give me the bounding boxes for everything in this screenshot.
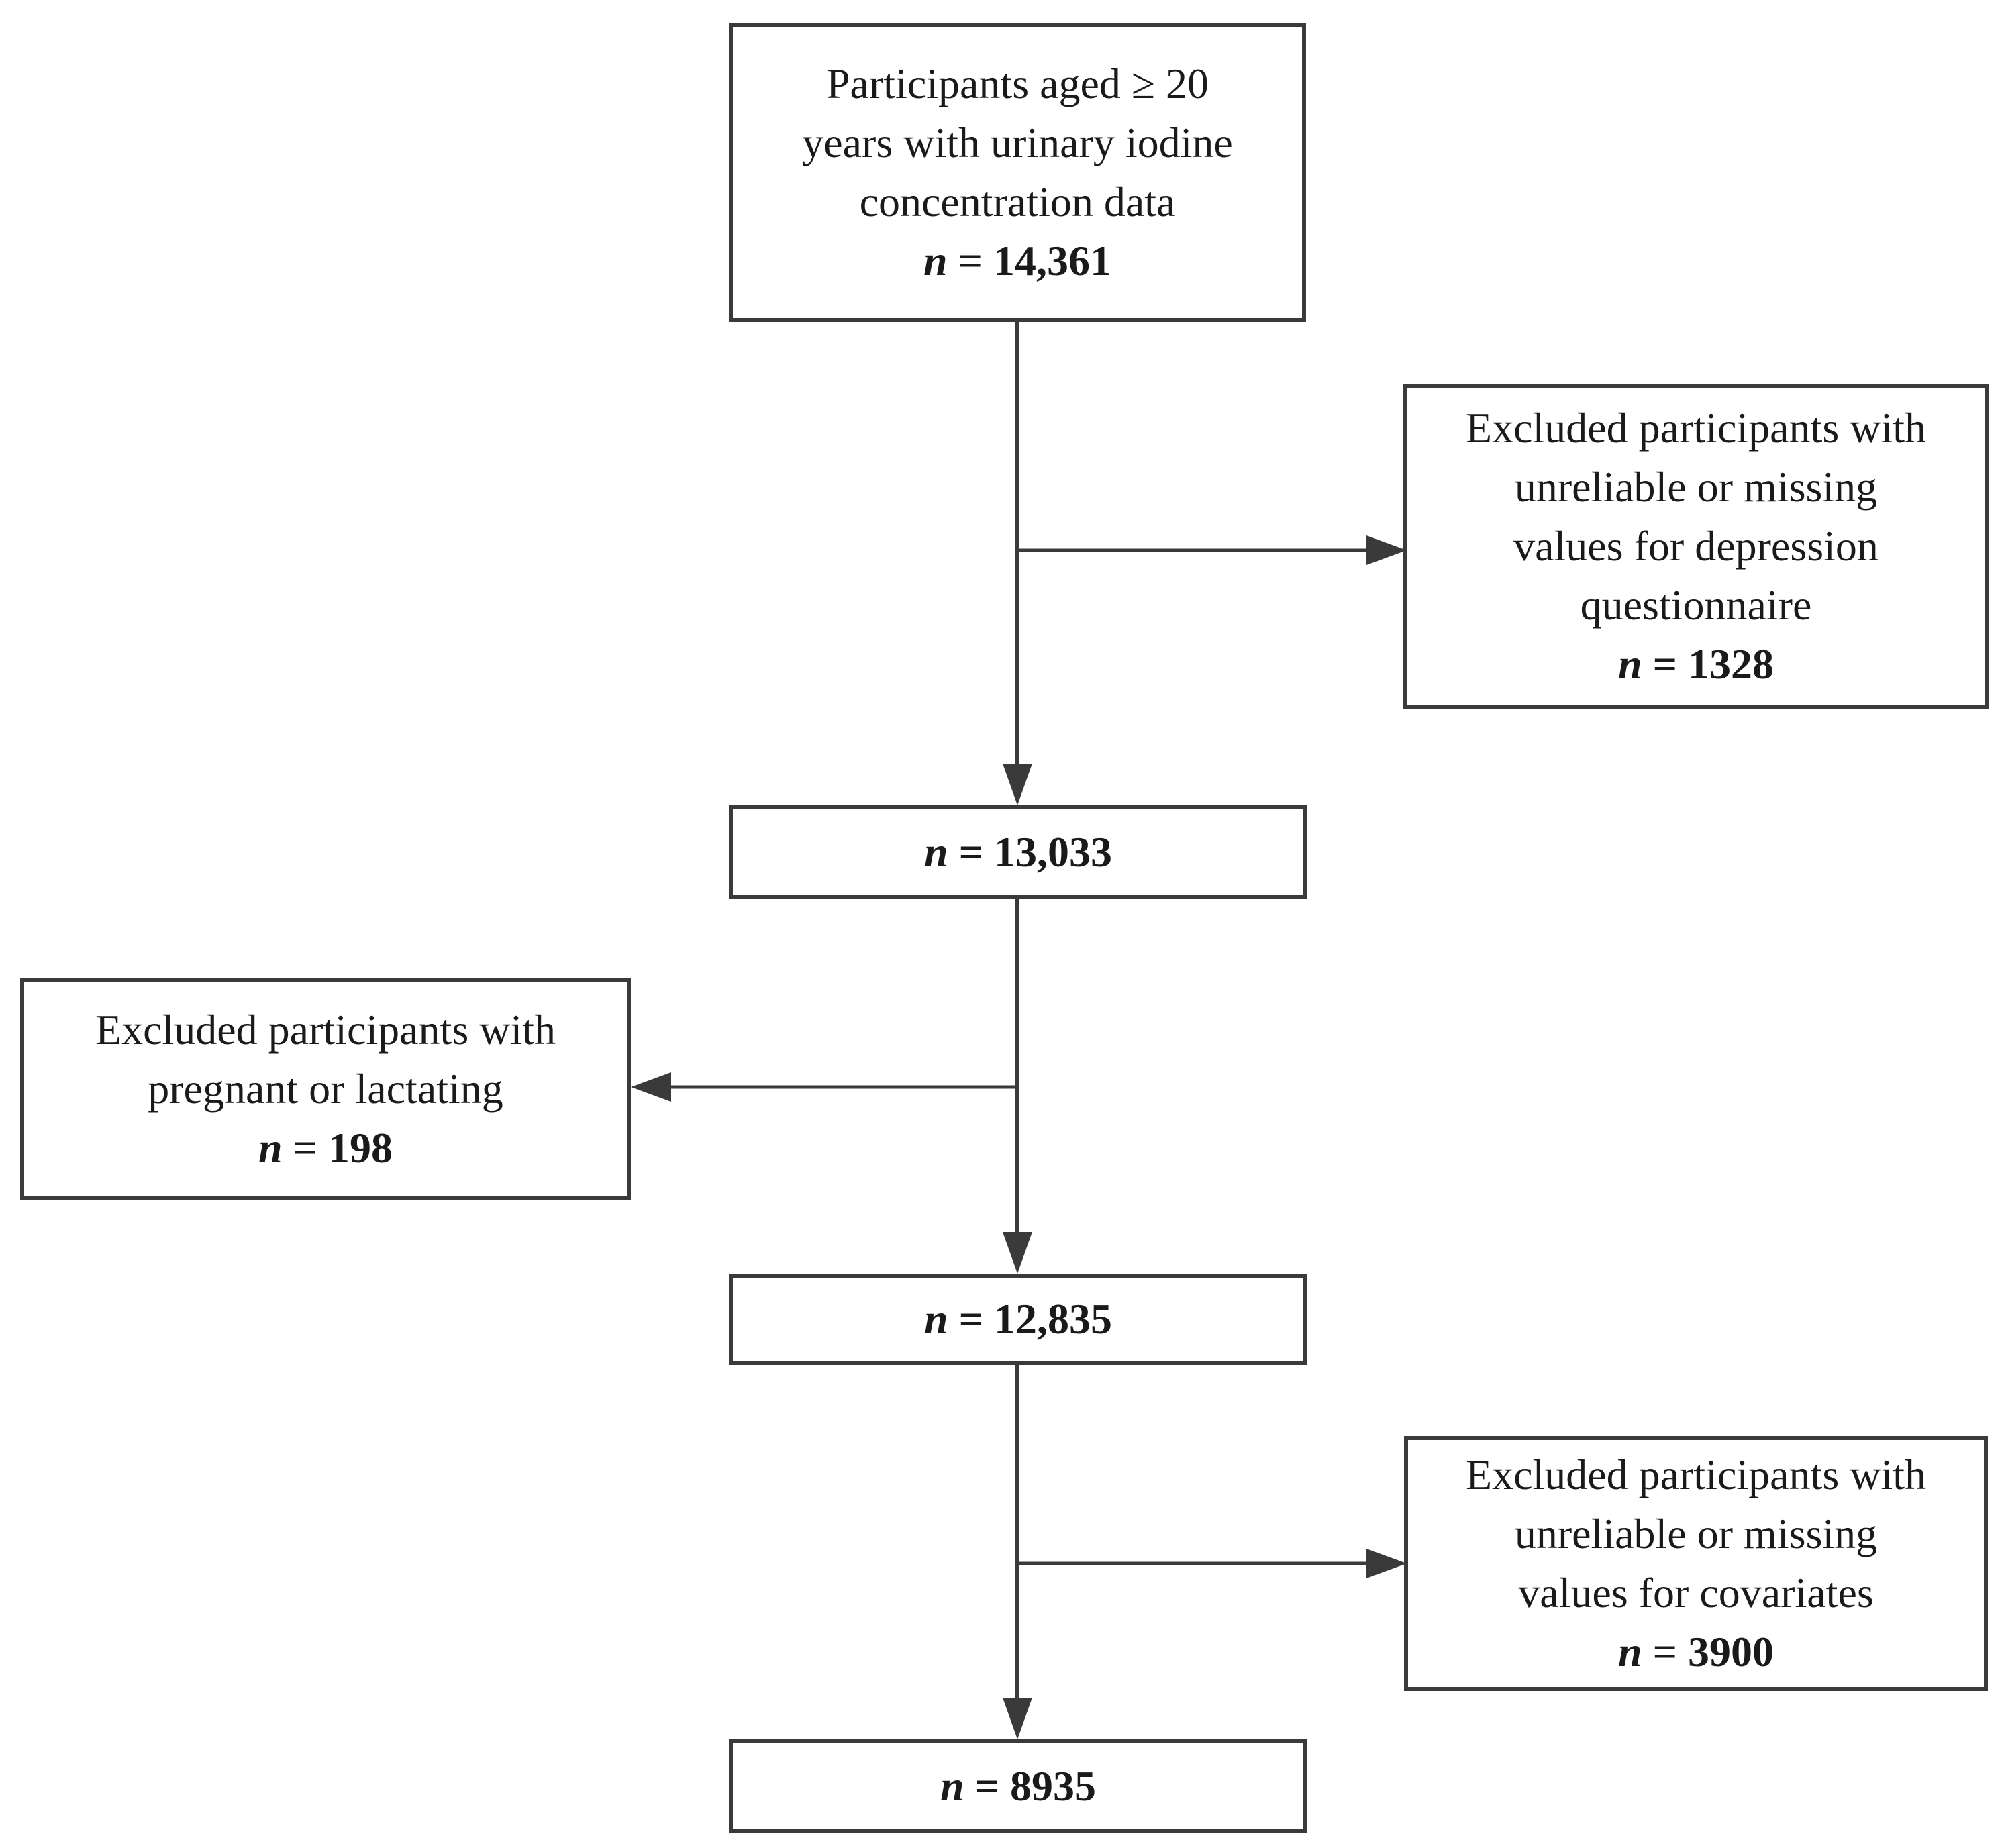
- arrowhead-right-3: [1366, 1549, 1407, 1578]
- n-label: n: [1617, 640, 1642, 688]
- arrowhead-down-3: [1003, 1698, 1032, 1739]
- step-1-count-value: = 13,033: [958, 828, 1113, 876]
- exclusion-1-line-3: values for depression: [1513, 522, 1879, 570]
- remaining-after-depression-box: n = 13,033: [729, 805, 1307, 899]
- n-label: n: [940, 1762, 964, 1810]
- arrowhead-down-1: [1003, 764, 1032, 805]
- initial-line-3: concentration data: [859, 178, 1176, 225]
- n-label: n: [923, 237, 948, 285]
- initial-population-box: Participants aged ≥ 20 years with urinar…: [729, 23, 1306, 322]
- n-label: n: [1617, 1628, 1642, 1676]
- exclusion-1-line-2: unreliable or missing: [1514, 463, 1878, 511]
- initial-line-2: years with urinary iodine: [802, 119, 1233, 166]
- remaining-after-pregnancy-box: n = 12,835: [729, 1274, 1307, 1365]
- exclusion-2-line-1: Excluded participants with: [95, 1006, 556, 1054]
- step-2-count-value: = 12,835: [958, 1295, 1113, 1343]
- exclusion-1-count: n = 1328: [1618, 635, 1774, 694]
- exclusion-3-count: n = 3900: [1618, 1623, 1774, 1682]
- initial-count-value: = 14,361: [958, 237, 1112, 285]
- arrowhead-down-2: [1003, 1232, 1032, 1274]
- initial-count: n = 14,361: [923, 232, 1111, 291]
- arrowhead-left-2: [631, 1072, 671, 1102]
- exclusion-3-count-value: = 3900: [1652, 1628, 1774, 1676]
- exclusion-2-count-value: = 198: [293, 1124, 393, 1172]
- exclusion-pregnant-box: Excluded participants with pregnant or l…: [20, 978, 631, 1200]
- exclusion-1-count-value: = 1328: [1652, 640, 1774, 688]
- exclusion-2-count: n = 198: [258, 1119, 393, 1178]
- final-count: n = 8935: [940, 1757, 1096, 1816]
- step-1-count: n = 13,033: [924, 823, 1112, 882]
- exclusion-3-line-2: unreliable or missing: [1514, 1510, 1878, 1557]
- initial-line-1: Participants aged ≥ 20: [825, 60, 1209, 107]
- exclusion-3-line-3: values for covariates: [1518, 1569, 1874, 1616]
- exclusion-3-line-1: Excluded participants with: [1465, 1451, 1927, 1498]
- final-count-value: = 8935: [974, 1762, 1097, 1810]
- n-label: n: [258, 1124, 283, 1172]
- n-label: n: [923, 1295, 948, 1343]
- final-sample-box: n = 8935: [729, 1739, 1307, 1833]
- n-label: n: [923, 828, 948, 876]
- step-2-count: n = 12,835: [924, 1290, 1112, 1349]
- exclusion-depression-box: Excluded participants with unreliable or…: [1403, 384, 1989, 709]
- exclusion-1-line-4: questionnaire: [1580, 581, 1812, 629]
- exclusion-covariates-box: Excluded participants with unreliable or…: [1404, 1436, 1988, 1691]
- exclusion-2-line-2: pregnant or lactating: [148, 1065, 503, 1113]
- exclusion-1-line-1: Excluded participants with: [1465, 404, 1927, 452]
- arrowhead-right-1: [1366, 535, 1407, 565]
